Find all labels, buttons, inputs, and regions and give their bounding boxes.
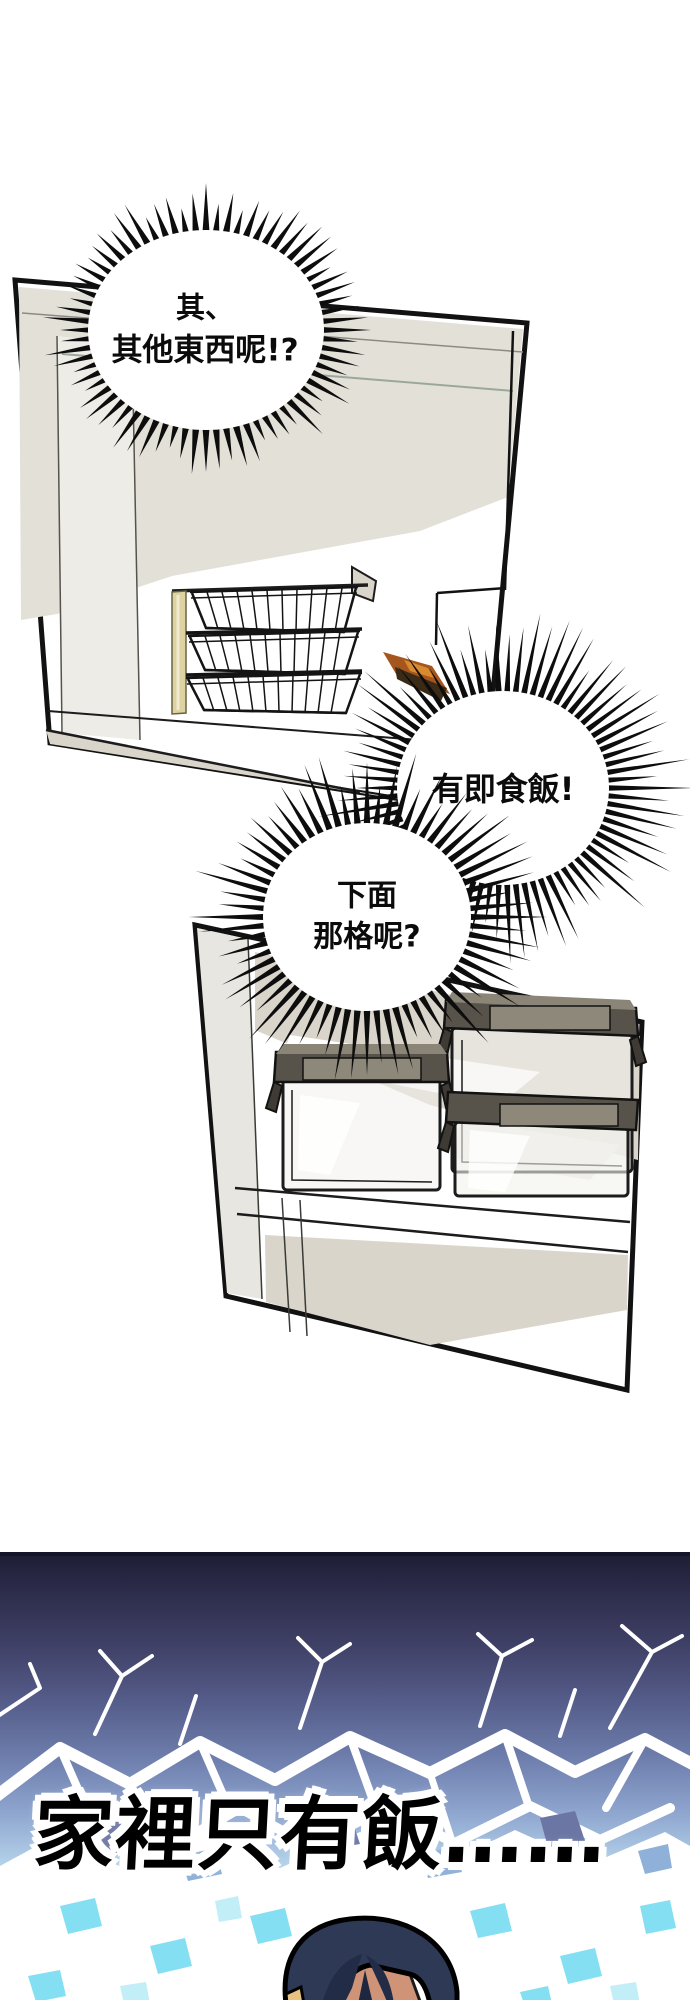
basket-rack	[171, 565, 378, 715]
container-left	[264, 1044, 459, 1192]
panel-2	[192, 921, 648, 1394]
panel-1	[12, 277, 530, 815]
character-head	[282, 1915, 460, 2000]
panel-artwork	[12, 277, 648, 1394]
container-right-front	[436, 1090, 640, 1198]
bottom-panel: 家裡只有飯……	[0, 1552, 690, 2000]
character-ear	[284, 1984, 305, 2000]
